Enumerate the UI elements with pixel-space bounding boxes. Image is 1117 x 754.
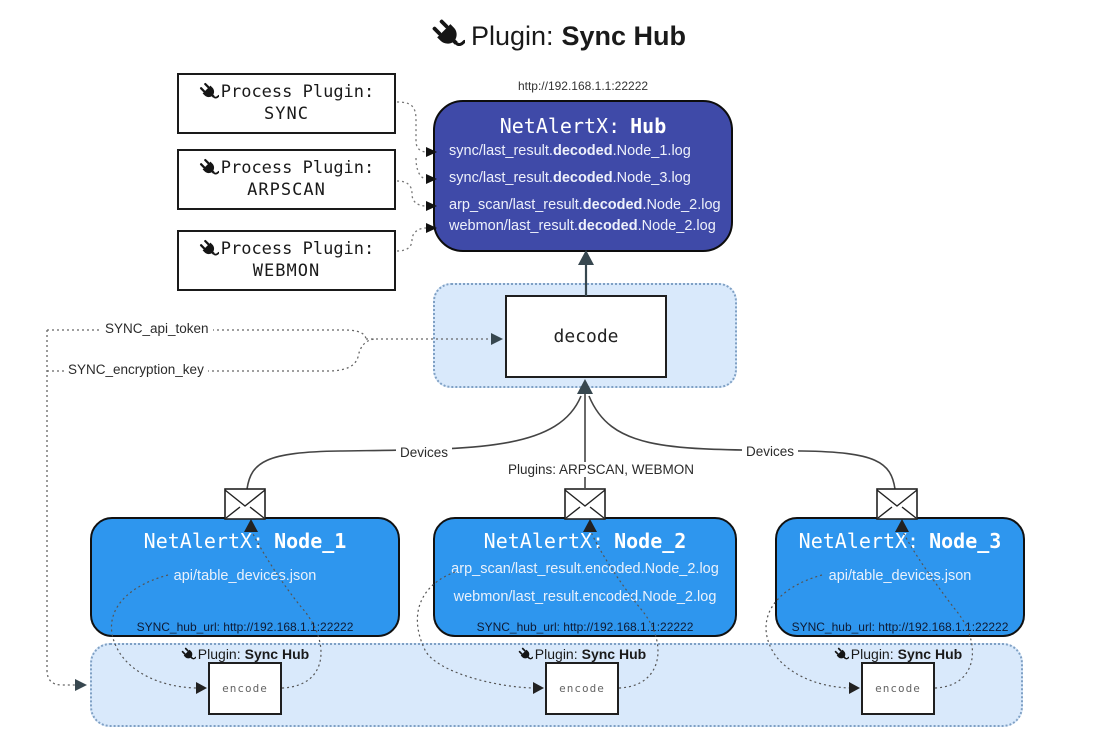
edge-label-plugins: Plugins: ARPSCAN, WEBMON xyxy=(504,462,699,477)
title-prefix: Plugin: xyxy=(470,21,554,51)
title-name: Sync Hub xyxy=(561,21,687,51)
node-box-node-3: NetAlertX:Node_3 api/table_devices.json … xyxy=(775,517,1025,637)
process-plugin-name: WEBMON xyxy=(252,261,321,281)
hub-box: NetAlertX: Hub sync/last_result.decoded.N… xyxy=(433,100,733,252)
process-plugin-box-webmon: Process Plugin: WEBMON xyxy=(177,230,396,291)
process-plugin-box-sync: Process Plugin: SYNC xyxy=(177,73,396,134)
process-plugin-label: Process Plugin: xyxy=(220,82,375,102)
node-file: api/table_devices.json xyxy=(173,568,317,584)
plug-icon xyxy=(199,82,219,102)
hub-title-prefix: NetAlertX: xyxy=(499,114,621,138)
hub-title: NetAlertX: Hub xyxy=(435,114,731,138)
process-plugin-box-arpscan: Process Plugin: ARPSCAN xyxy=(177,149,396,210)
process-plugin-name: ARPSCAN xyxy=(247,180,326,200)
edge-label-devices-right: Devices xyxy=(742,444,799,459)
plug-icon xyxy=(834,647,849,662)
plug-icon xyxy=(431,18,465,52)
hub-log-line: arp_scan/last_result.decoded.Node_2.log xyxy=(449,197,721,213)
node-box-node-1: NetAlertX:Node_1 api/table_devices.json … xyxy=(90,517,400,637)
process-plugin-label: Process Plugin: xyxy=(220,239,375,259)
node-file: api/table_devices.json xyxy=(828,568,972,584)
encode-group-label: Plugin:Sync Hub xyxy=(482,646,682,662)
decode-box: decode xyxy=(505,295,667,378)
envelope-icon xyxy=(224,488,918,520)
encode-box: encode xyxy=(208,662,282,715)
label-sync-api-token: SYNC_api_token xyxy=(101,321,213,336)
page-title: Plugin:Sync Hub xyxy=(0,18,1117,52)
node-box-node-2: NetAlertX:Node_2 arp_scan/last_result.en… xyxy=(433,517,737,637)
plug-icon xyxy=(518,647,533,662)
edge-label-devices-left: Devices xyxy=(396,445,453,460)
encode-box: encode xyxy=(861,662,935,715)
process-plugin-name: SYNC xyxy=(264,104,309,124)
label-sync-encryption-key: SYNC_encryption_key xyxy=(64,362,208,377)
node-title: NetAlertX:Node_3 xyxy=(798,529,1002,553)
node-hub-url: SYNC_hub_url: http://192.168.1.1:22222 xyxy=(136,620,354,634)
encode-group-label: Plugin:Sync Hub xyxy=(145,646,345,662)
hub-log-line: sync/last_result.decoded.Node_3.log xyxy=(449,170,691,186)
node-hub-url: SYNC_hub_url: http://192.168.1.1:22222 xyxy=(476,620,694,634)
hub-log-line: sync/last_result.decoded.Node_1.log xyxy=(449,143,691,159)
node-title: NetAlertX:Node_2 xyxy=(483,529,687,553)
plug-icon xyxy=(199,239,219,259)
encode-box: encode xyxy=(545,662,619,715)
process-plugin-label: Process Plugin: xyxy=(220,158,375,178)
node-hub-url: SYNC_hub_url: http://192.168.1.1:22222 xyxy=(791,620,1009,634)
node-title: NetAlertX:Node_1 xyxy=(143,529,347,553)
encode-group-label: Plugin:Sync Hub xyxy=(798,646,998,662)
hub-url: http://192.168.1.1:22222 xyxy=(517,79,649,93)
plug-icon xyxy=(199,158,219,178)
plug-icon xyxy=(181,647,196,662)
node-file: webmon/last_result.encoded.Node_2.log xyxy=(453,589,717,605)
node-file: arp_scan/last_result.encoded.Node_2.log xyxy=(451,561,719,577)
hub-title-name: Hub xyxy=(630,114,667,138)
hub-log-line: webmon/last_result.decoded.Node_2.log xyxy=(449,218,716,234)
